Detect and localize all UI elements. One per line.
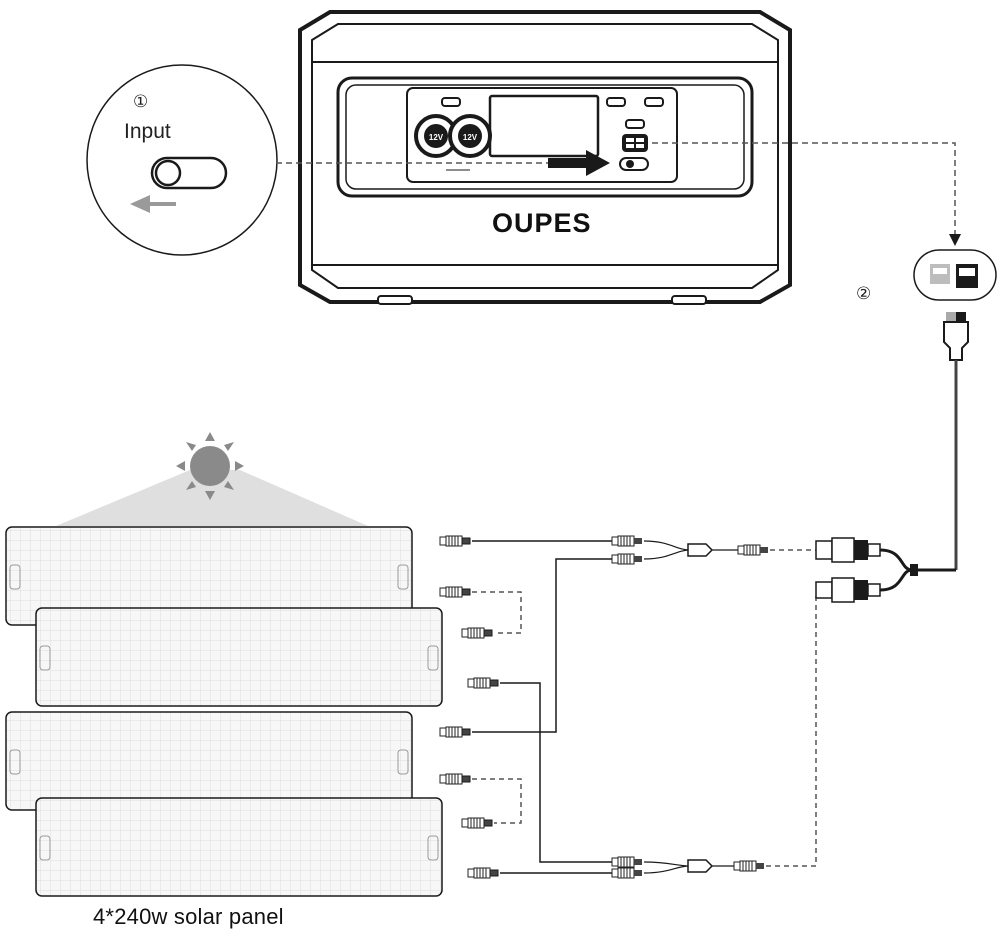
power-station: [300, 12, 790, 304]
step-1-marker: ①: [133, 92, 148, 112]
sun-icon: [56, 432, 368, 526]
solar-panel-3: [6, 712, 412, 810]
parallel-cables: [472, 541, 612, 873]
y-branch-top: [612, 536, 768, 564]
input-adapter-cable: [816, 538, 956, 602]
extension-dashed-cables: [766, 550, 816, 866]
series-jumper-bottom: [472, 779, 521, 823]
step-2-marker: ②: [856, 284, 871, 304]
brand-logo: OUPES: [492, 208, 592, 239]
panel-caption: 4*240w solar panel: [93, 904, 284, 930]
input-label: Input: [124, 120, 171, 144]
input-switch-callout: [87, 65, 277, 255]
series-jumper-top: [472, 592, 521, 633]
panel-connectors: [440, 536, 498, 878]
charge-connector-callout: [914, 250, 996, 570]
y-branch-bottom: [612, 857, 764, 878]
arrow-down-icon: [949, 234, 961, 246]
port-label-12v-right: 12V: [463, 133, 478, 142]
car-port-right: 12V: [450, 116, 490, 156]
solar-panel-4: [36, 798, 442, 896]
port-label-12v-left: 12V: [429, 133, 444, 142]
solar-panel-2: [36, 608, 442, 706]
